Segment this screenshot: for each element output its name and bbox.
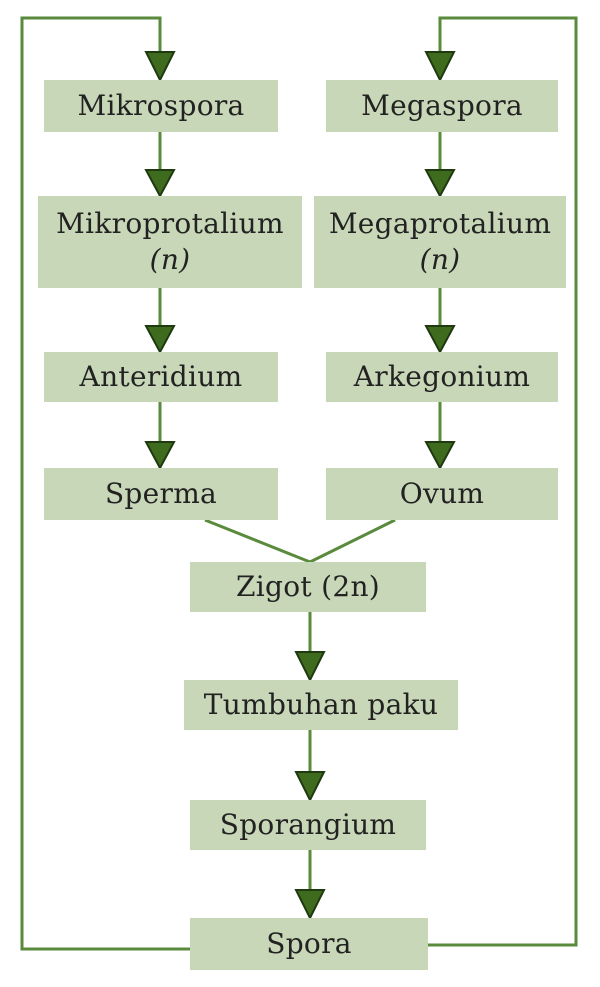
node-spora-label: Spora [266, 926, 352, 960]
arrow-head-into-megaspora [424, 51, 456, 83]
node-zigot-label: Zigot (2n) [235, 569, 381, 603]
node-arkegonium-label: Arkegonium [353, 359, 531, 393]
node-anteridium: Anteridium [44, 352, 278, 402]
node-sperma-label: Sperma [104, 476, 218, 510]
fertilization-line-sperma [204, 518, 311, 564]
node-megaspora-label: Megaspora [361, 88, 523, 122]
node-mikroprotalium-label: Mikroprotalium [56, 206, 284, 240]
node-sporangium-label: Sporangium [219, 807, 397, 841]
node-ovum: Ovum [326, 468, 558, 520]
node-megaprotalium-text: Megaprotalium (n) [329, 206, 551, 279]
fertilization-line-ovum [309, 518, 396, 564]
node-mikroprotalium: Mikroprotalium (n) [38, 196, 302, 288]
node-zigot: Zigot (2n) [190, 562, 426, 612]
arrow-head-into-anteridium [144, 325, 176, 355]
node-mikrospora: Mikrospora [44, 80, 278, 132]
arrow-head-into-ovum [424, 441, 456, 471]
node-sperma: Sperma [44, 468, 278, 520]
node-mikroprotalium-text: Mikroprotalium (n) [56, 206, 284, 279]
node-arkegonium: Arkegonium [326, 352, 558, 402]
node-sporangium: Sporangium [190, 800, 426, 850]
arrow-head-into-sporangium [294, 771, 326, 803]
arrow-head-into-spora [294, 889, 326, 921]
node-mikrospora-label: Mikrospora [77, 88, 245, 122]
arrow-head-into-mikroprotalium [144, 169, 176, 199]
node-megaspora: Megaspora [326, 80, 558, 132]
arrow-head-into-arkegonium [424, 325, 456, 355]
node-megaprotalium-label: Megaprotalium [328, 206, 552, 240]
node-tumbuhan-paku-label: Tumbuhan paku [203, 687, 439, 721]
arrow-head-into-tumbuhan-paku [294, 651, 326, 683]
node-anteridium-label: Anteridium [79, 359, 243, 393]
node-mikroprotalium-ploidy: (n) [149, 243, 191, 276]
arrow-head-into-mikrospora [144, 51, 176, 83]
arrow-head-into-sperma [144, 441, 176, 471]
node-tumbuhan-paku: Tumbuhan paku [184, 680, 458, 730]
node-ovum-label: Ovum [399, 476, 485, 510]
loop-line-left [20, 16, 190, 951]
node-megaprotalium: Megaprotalium (n) [314, 196, 566, 288]
node-megaprotalium-ploidy: (n) [419, 243, 461, 276]
arrow-head-into-megaprotalium [424, 169, 456, 199]
loop-line-right [428, 16, 578, 947]
node-spora: Spora [190, 918, 428, 970]
